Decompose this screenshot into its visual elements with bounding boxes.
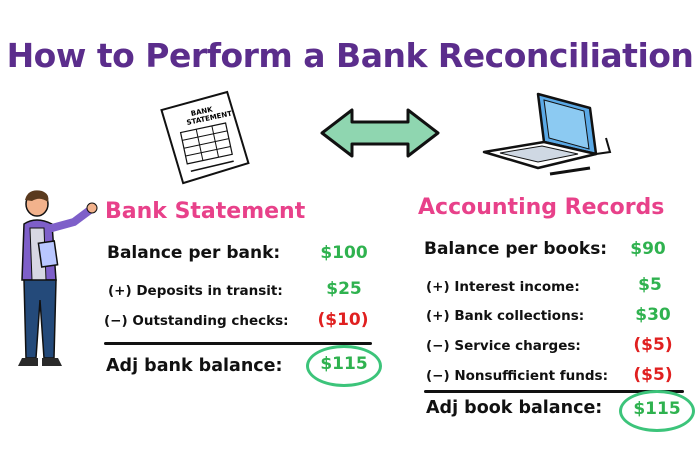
bank-adjusted-value: $115 bbox=[320, 354, 368, 374]
bank-item-label: (+) Deposits in transit: bbox=[108, 283, 283, 299]
bank-adjusted-highlight-circle bbox=[306, 345, 382, 387]
books-item-value: ($5) bbox=[633, 335, 673, 355]
books-balance-value: $90 bbox=[630, 239, 666, 259]
laptop-icon bbox=[482, 92, 612, 176]
books-adjusted-highlight-circle bbox=[619, 390, 695, 432]
bank-statement-heading: Bank Statement bbox=[105, 199, 306, 224]
bank-item-value: $25 bbox=[326, 279, 362, 299]
bank-balance-value: $100 bbox=[320, 243, 368, 263]
books-item-value: $5 bbox=[638, 275, 662, 295]
bank-balance-label: Balance per bank: bbox=[107, 243, 281, 263]
books-item-label: (−) Nonsufficient funds: bbox=[426, 368, 608, 384]
page-title: How to Perform a Bank Reconciliation bbox=[6, 36, 694, 75]
bank-adjusted-label: Adj bank balance: bbox=[106, 356, 283, 376]
books-item-label: (+) Interest income: bbox=[426, 279, 580, 295]
books-adjusted-value: $115 bbox=[633, 399, 681, 419]
presenter-person-icon bbox=[18, 190, 98, 366]
books-item-value: ($5) bbox=[633, 365, 673, 385]
books-total-rule bbox=[424, 390, 684, 393]
bank-item-label: (−) Outstanding checks: bbox=[104, 313, 289, 329]
books-item-value: $30 bbox=[635, 305, 671, 325]
bank-item-value: ($10) bbox=[317, 310, 369, 330]
bank-total-rule bbox=[104, 342, 372, 345]
books-balance-label: Balance per books: bbox=[424, 239, 608, 259]
books-item-label: (+) Bank collections: bbox=[426, 308, 585, 324]
bank-statement-document-icon: BANK STATEMENT bbox=[160, 90, 250, 185]
accounting-records-heading: Accounting Records bbox=[418, 195, 665, 220]
books-adjusted-label: Adj book balance: bbox=[426, 398, 603, 418]
double-arrow-icon bbox=[320, 108, 440, 158]
books-item-label: (−) Service charges: bbox=[426, 338, 581, 354]
